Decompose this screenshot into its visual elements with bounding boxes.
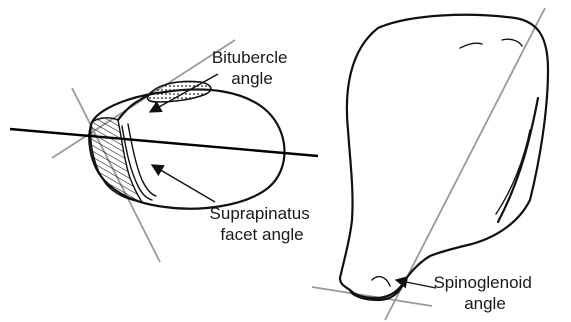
- suprapinatus-label-line1: Suprapinatus: [210, 204, 310, 223]
- suprapinatus-label-line2: facet angle: [220, 225, 303, 244]
- glenoid-notch: [372, 277, 390, 286]
- bitubercle-label: Bitubercle angle: [212, 48, 292, 88]
- scapula-spine-ridge-inner: [496, 130, 530, 214]
- spinoglenoid-label-line1: Spinoglenoid: [433, 273, 531, 292]
- suprapinatus-facet-hatched-region: [91, 118, 142, 202]
- spinoglenoid-label-line2: angle: [464, 294, 506, 313]
- scapula-detail-stroke: [460, 43, 482, 48]
- suprapinatus-label: Suprapinatus facet angle: [210, 204, 315, 244]
- head-axis-line: [10, 129, 318, 156]
- suprapinatus-arrow: [152, 165, 215, 202]
- scapula-outline: [340, 15, 548, 300]
- glenoid-contour: [350, 282, 404, 298]
- scapula-spine-ridge: [498, 98, 538, 222]
- scapula-detail-stroke: [502, 39, 522, 46]
- bitubercle-label-line2: angle: [231, 69, 273, 88]
- bicipital-groove: [118, 92, 152, 120]
- glenoid-tangent-line: [312, 287, 432, 306]
- spinoglenoid-label: Spinoglenoid angle: [433, 273, 536, 313]
- dotted-tubercle: [147, 82, 210, 102]
- bitubercle-label-line1: Bitubercle: [212, 48, 288, 67]
